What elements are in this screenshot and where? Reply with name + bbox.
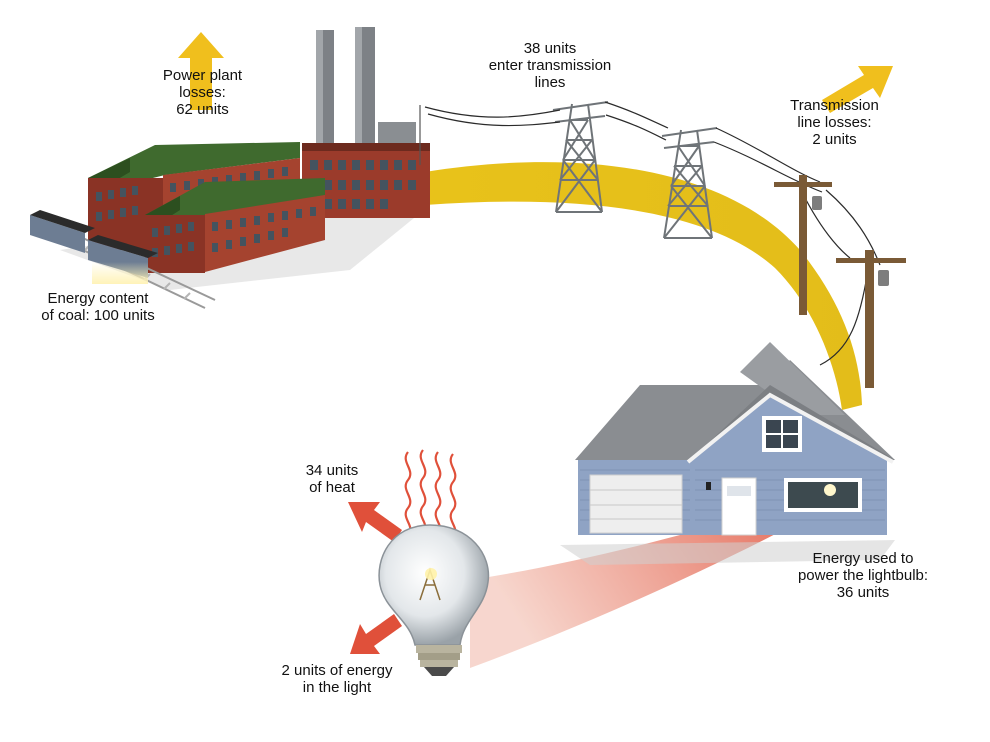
label-line: Energy used to (812, 550, 914, 567)
coal-train-icon (30, 210, 216, 309)
label-light: 2 units of energy in the light (262, 662, 412, 696)
line-losses-arrow (822, 66, 893, 113)
utility-pole-icon (774, 175, 906, 388)
label-line: Transmission (790, 97, 879, 114)
transmission-tower-icon (552, 101, 718, 239)
label-line: line losses: (797, 114, 872, 131)
house-icon (560, 342, 895, 565)
label-line: lines (534, 74, 566, 91)
label-line: power the lightbulb: (797, 567, 929, 584)
label-line: enter transmission (488, 57, 612, 74)
plant-losses-arrow (178, 32, 224, 110)
label-line: in the light (302, 679, 372, 696)
label-line: losses: (179, 84, 226, 101)
label-line: of heat (309, 479, 355, 496)
label-line: 62 units (176, 101, 229, 118)
heat-waves-icon (404, 449, 457, 537)
label-coal-energy: Energy content of coal: 100 units (18, 290, 178, 324)
label-line: of coal: 100 units (41, 307, 155, 324)
heat-flow-band (470, 492, 840, 668)
lightbulb-icon (378, 524, 490, 676)
label-lightbulb-use: Energy used to power the lightbulb: 36 u… (773, 550, 953, 601)
label-line: 2 units (812, 131, 857, 148)
label-line: 2 units of energy (281, 662, 393, 679)
label-line: Power plant (162, 67, 243, 84)
power-plant-icon (60, 27, 430, 290)
label-line-losses: Transmission line losses: 2 units (772, 97, 897, 148)
label-line: Energy content (47, 290, 149, 307)
light-arrow (350, 614, 402, 654)
label-line: 36 units (836, 584, 890, 601)
label-transmission-in: 38 units enter transmission lines (470, 40, 630, 91)
heat-arrow (348, 502, 402, 542)
label-line: 34 units (305, 462, 359, 479)
label-plant-losses: Power plant losses: 62 units (140, 67, 265, 118)
label-heat: 34 units of heat (282, 462, 382, 496)
label-line: 38 units (523, 40, 577, 57)
energy-flow-band (425, 162, 862, 410)
